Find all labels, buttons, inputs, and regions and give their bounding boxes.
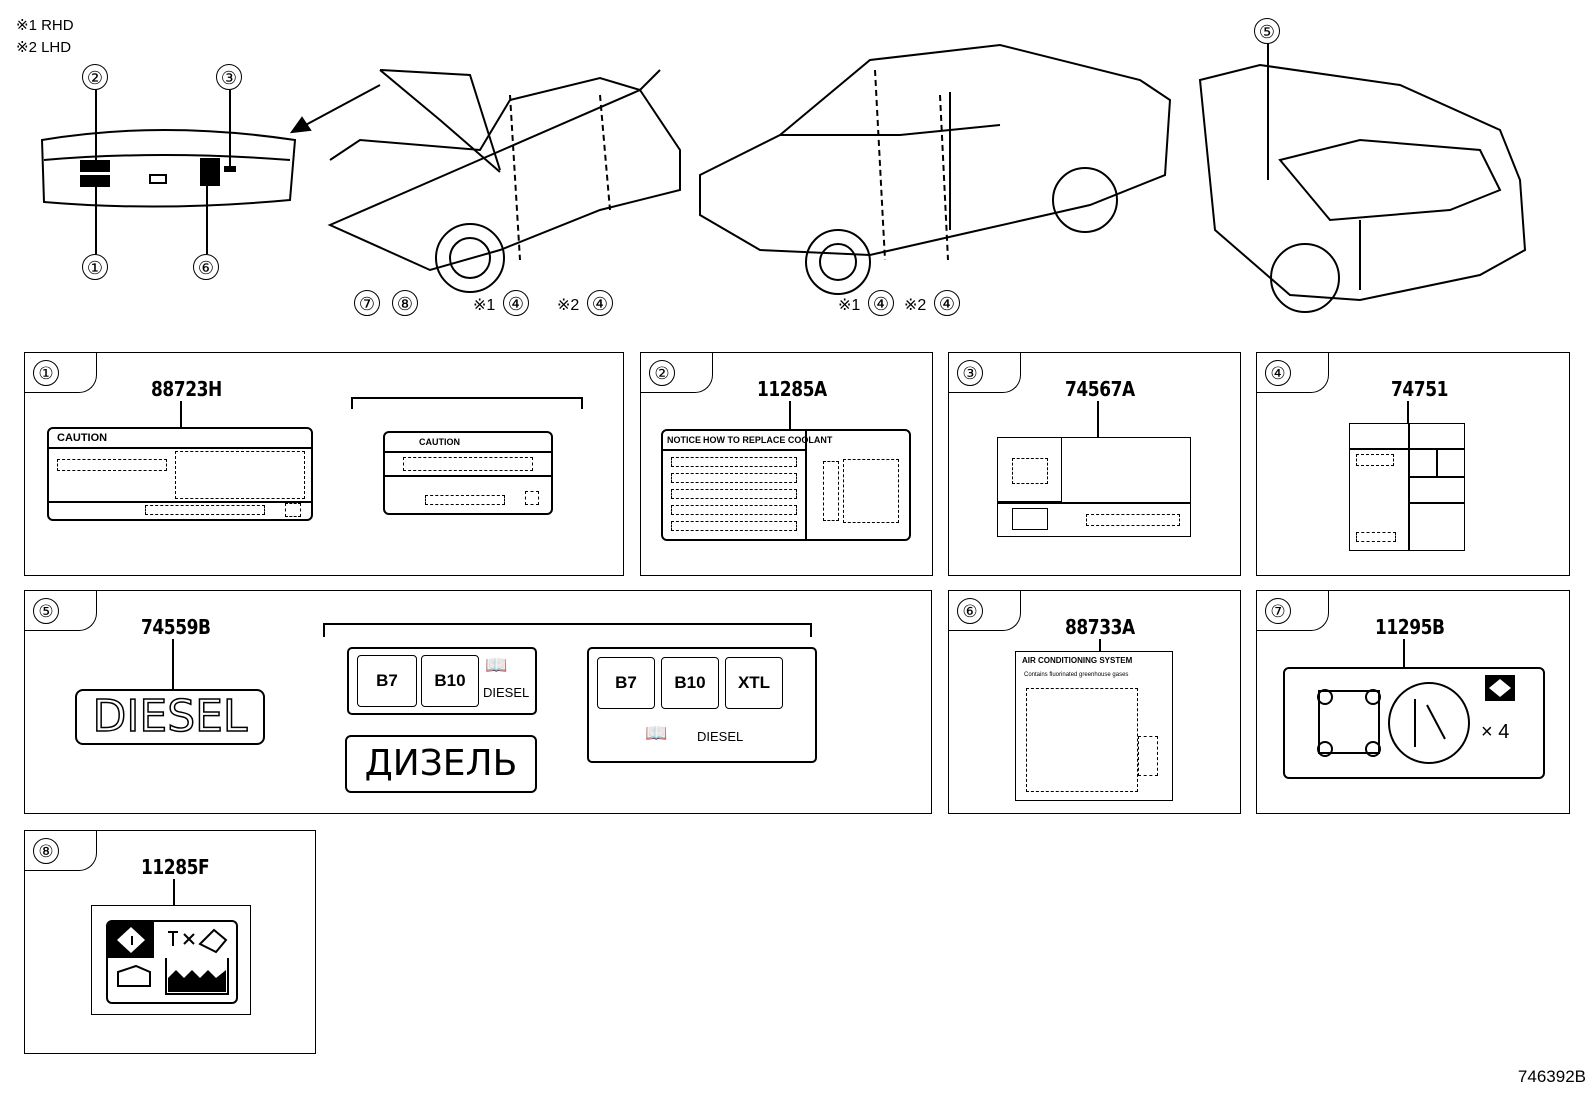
panel-4: ④ 74751 (1256, 352, 1570, 576)
panel-2-number: ② (649, 360, 675, 386)
panel-5: ⑤ 74559B DIESEL B7 B10 📖 DIESEL ДИЗЕЛЬ B… (24, 590, 932, 814)
ac-subtitle: Contains fluorinated greenhouse gases (1024, 672, 1129, 678)
callout-4-d: ④ (934, 290, 960, 316)
diesel-small-2: DIESEL (697, 729, 744, 744)
note-rhd: ※1 RHD (16, 17, 74, 34)
part-number-74567A: 74567A (1065, 377, 1135, 401)
b7-box-2: B7 (597, 657, 655, 709)
part-number-11285F: 11285F (141, 855, 210, 879)
times-four: × 4 (1481, 721, 1510, 743)
panel-3: ③ 74567A (948, 352, 1241, 576)
label-11295B: × 4 (1283, 667, 1545, 779)
panel-4-number: ④ (1265, 360, 1291, 386)
panel-1: ① 88723H CAUTION CAUTION (24, 352, 624, 576)
b7-box: B7 (357, 655, 417, 707)
panel-8-number: ⑧ (33, 838, 59, 864)
ac-title: AIR CONDITIONING SYSTEM (1022, 656, 1133, 665)
part-number-74559B: 74559B (141, 615, 211, 639)
callout-6: ⑥ (193, 254, 219, 280)
hood-label-6 (200, 158, 220, 186)
fuel-label-b7-b10: B7 B10 📖 DIESEL (347, 647, 537, 715)
manual-icon-2: 📖 (645, 723, 668, 743)
b10-box: B10 (421, 655, 479, 707)
note-lhd: ※2 LHD (16, 39, 72, 56)
coolant-notice: NOTICE (667, 435, 702, 445)
manual-icon: 📖 (485, 655, 508, 675)
ref-lhd-2: ※2 (904, 297, 927, 314)
diesel-small-1: DIESEL (483, 685, 530, 700)
hood-label-3 (224, 166, 236, 172)
label-11285F (91, 905, 251, 1015)
ref-lhd-1: ※2 (557, 297, 580, 314)
panel-2: ② 11285A NOTICE HOW TO REPLACE COOLANT (640, 352, 933, 576)
part-number-88733A: 88733A (1065, 615, 1135, 639)
ac-label: AIR CONDITIONING SYSTEM Contains fluorin… (1015, 651, 1173, 801)
part-number-11285A: 11285A (757, 377, 827, 401)
caution-text-2: CAUTION (419, 437, 460, 447)
panel-7-number: ⑦ (1265, 598, 1291, 624)
panel-6-number: ⑥ (957, 598, 983, 624)
fuel-label-b7-b10-xtl: B7 B10 XTL 📖 DIESEL (587, 647, 817, 763)
callout-8: ⑧ (392, 290, 418, 316)
callout-7: ⑦ (354, 290, 380, 316)
ref-rhd-2: ※1 (838, 297, 861, 314)
caution-label-small: CAUTION (383, 431, 553, 515)
callout-2: ② (82, 64, 108, 90)
callout-4-c: ④ (868, 290, 894, 316)
panel-8: ⑧ 11285F (24, 830, 316, 1054)
diesel-ru-text: ДИЗЕЛЬ (364, 743, 518, 784)
diesel-ru-emblem: ДИЗЕЛЬ (345, 735, 537, 793)
part-number-88723H: 88723H (151, 377, 222, 401)
callout-3: ③ (216, 64, 242, 90)
diagram-code: 746392B (1517, 1067, 1586, 1086)
xtl-box: XTL (725, 657, 783, 709)
callout-4-a: ④ (503, 290, 529, 316)
coolant-title: HOW TO REPLACE COOLANT (703, 435, 833, 445)
caution-label-large: CAUTION (47, 427, 313, 521)
panel-1-number: ① (33, 360, 59, 386)
callout-4-b: ④ (587, 290, 613, 316)
hood-label-2 (80, 160, 110, 172)
caution-text-1: CAUTION (57, 432, 108, 444)
panel-3-number: ③ (957, 360, 983, 386)
callout-5: ⑤ (1254, 18, 1280, 44)
callout-1: ① (82, 254, 108, 280)
vehicle-illustration (40, 40, 1527, 313)
coolant-label: NOTICE HOW TO REPLACE COOLANT (661, 429, 911, 541)
diesel-emblem: DIESEL (75, 689, 265, 745)
b10-box-2: B10 (661, 657, 719, 709)
label-74567A (997, 437, 1191, 537)
label-74751 (1349, 423, 1465, 551)
diesel-emblem-text: DIESEL (92, 690, 248, 743)
part-number-74751: 74751 (1391, 377, 1449, 401)
panel-5-number: ⑤ (33, 598, 59, 624)
part-number-11295B: 11295B (1375, 615, 1445, 639)
panel-6: ⑥ 88733A AIR CONDITIONING SYSTEM Contain… (948, 590, 1241, 814)
hood-label-1 (80, 175, 110, 187)
panel-7: ⑦ 11295B × 4 (1256, 590, 1570, 814)
ref-rhd-1: ※1 (473, 297, 496, 314)
